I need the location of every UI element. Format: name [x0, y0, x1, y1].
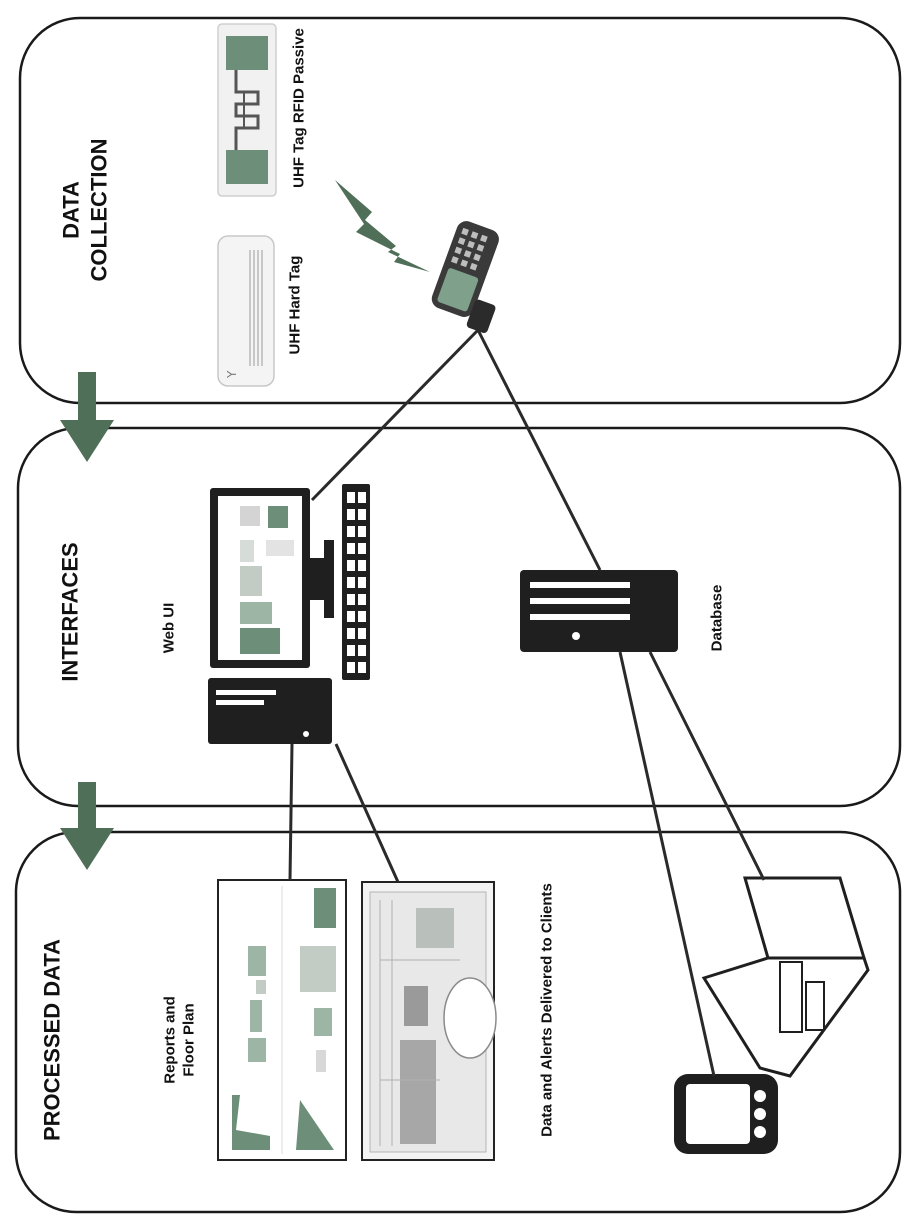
processed-data-panel — [14, 830, 902, 1214]
lightning-icon — [335, 180, 430, 272]
server-icon — [520, 570, 678, 652]
section-title-processed-data: PROCESSED DATA — [39, 938, 65, 1142]
keyboard-key — [358, 628, 366, 639]
keyboard-key — [358, 611, 366, 622]
data-collection-panel — [18, 16, 902, 405]
monitor-icon — [210, 488, 334, 668]
uhf-hard-tag-icon: Y — [217, 235, 275, 387]
label-reports-floor-plan: Reports and Floor Plan — [161, 996, 197, 1084]
keyboard-key — [347, 611, 355, 622]
label-database: Database — [708, 584, 726, 652]
interfaces-panel — [16, 426, 902, 808]
connector-database-to-phone — [618, 651, 716, 1077]
keyboard-key — [347, 543, 355, 554]
connector-reader-to-database — [476, 329, 602, 571]
section-title-data-collection: DATA COLLECTION — [58, 138, 112, 282]
connector-pc-to-floorplan — [334, 743, 400, 883]
uhf-passive-rfid-tag-icon — [217, 23, 277, 197]
keyboard-key — [347, 662, 355, 673]
connector-database-to-laptop — [648, 651, 766, 881]
keyboard-key — [358, 645, 366, 656]
flow-arrow-down-1 — [60, 372, 114, 462]
keyboard-key — [358, 560, 366, 571]
smartphone-icon — [674, 1074, 778, 1154]
keyboard-key — [358, 526, 366, 537]
reports-chart-image — [217, 879, 347, 1161]
keyboard-key — [358, 543, 366, 554]
keyboard-key — [358, 492, 366, 503]
keyboard-key — [347, 594, 355, 605]
section-title-interfaces: INTERFACES — [57, 542, 83, 682]
rfid-reader-icon — [431, 221, 499, 334]
svg-text:Y: Y — [225, 370, 239, 379]
keyboard-key — [358, 509, 366, 520]
pc-tower-icon — [208, 678, 332, 744]
keyboard-key — [347, 577, 355, 588]
laptop-icon — [701, 876, 870, 1078]
label-uhf-hard-tag: UHF Hard Tag — [286, 255, 304, 355]
floor-plan-image — [361, 881, 497, 1161]
label-uhf-tag-rfid-passive: UHF Tag RFID Passive — [290, 28, 308, 188]
keyboard-key — [358, 577, 366, 588]
keyboard-key — [347, 492, 355, 503]
keyboard-icon — [342, 484, 370, 680]
keyboard-key — [347, 645, 355, 656]
keyboard-key — [347, 509, 355, 520]
keyboard-key — [358, 594, 366, 605]
connector-pc-to-reports — [288, 743, 294, 881]
keyboard-key — [358, 662, 366, 673]
connector-reader-to-webui — [310, 328, 480, 502]
keyboard-key — [347, 560, 355, 571]
keyboard-key — [347, 526, 355, 537]
flow-arrow-down-2 — [60, 782, 114, 870]
label-web-ui: Web UI — [160, 602, 178, 654]
keyboard-key — [347, 628, 355, 639]
label-data-alerts-clients: Data and Alerts Delivered to Clients — [538, 883, 556, 1137]
